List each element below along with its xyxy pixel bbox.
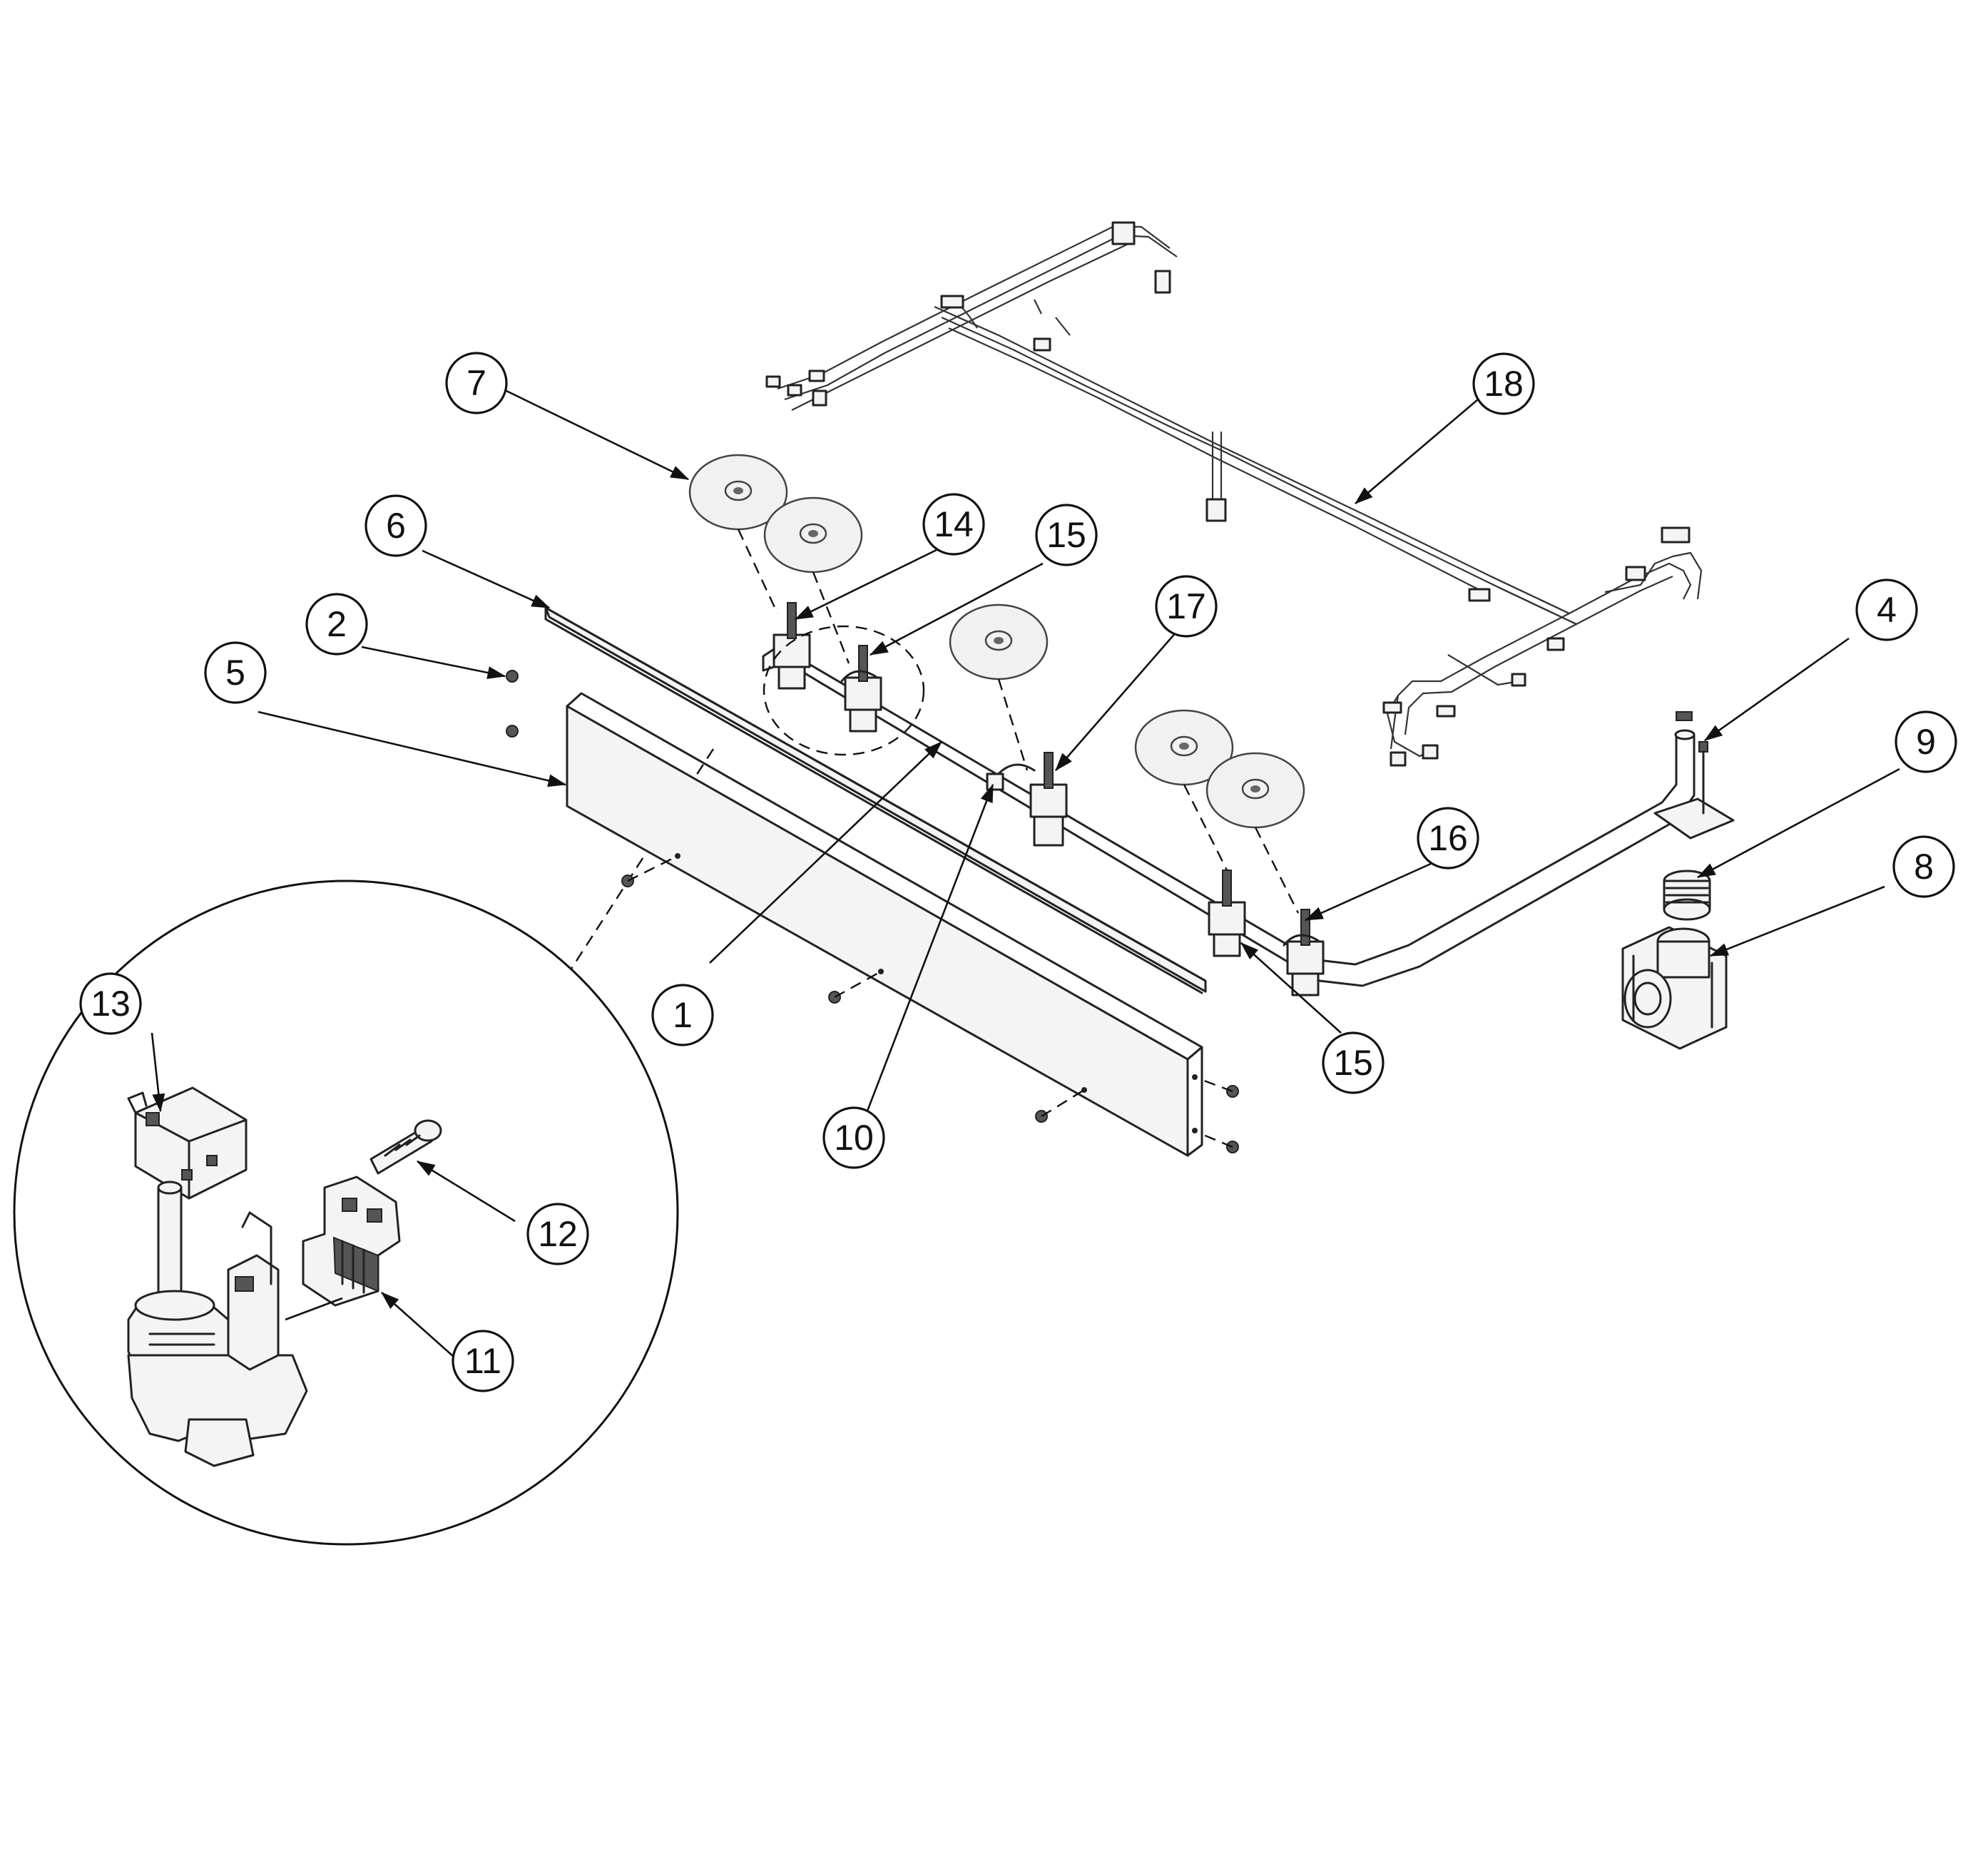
callout-15-bottom: 15 <box>1322 1031 1385 1094</box>
callout-6: 6 <box>364 494 427 557</box>
callout-label: 17 <box>1166 586 1206 626</box>
detail-marker-circle <box>763 625 925 756</box>
burner-disc <box>1205 752 1305 829</box>
burner-disc <box>688 454 788 531</box>
valve <box>1208 870 1246 957</box>
callout-label: 11 <box>464 1341 501 1381</box>
detail-view <box>13 880 679 1546</box>
valve <box>994 752 1068 847</box>
callout-5: 5 <box>204 641 267 704</box>
callout-17: 17 <box>1155 575 1218 638</box>
burner-disc <box>1134 709 1234 786</box>
callout-8: 8 <box>1892 835 1955 898</box>
callout-9: 9 <box>1895 710 1957 773</box>
trim-strip <box>544 606 1207 994</box>
valve-stem-assembly <box>127 1181 308 1467</box>
callout-label: 4 <box>1877 590 1897 630</box>
callout-label: 2 <box>327 604 347 644</box>
burner-disc <box>949 603 1049 680</box>
callout-16: 16 <box>1417 807 1479 870</box>
callout-label: 18 <box>1484 364 1524 404</box>
callout-label: 12 <box>538 1214 578 1254</box>
callout-label: 8 <box>1914 847 1934 887</box>
screw <box>506 670 519 683</box>
callout-10: 10 <box>822 1106 885 1169</box>
callout-12: 12 <box>526 1203 589 1265</box>
callout-18: 18 <box>1472 352 1535 415</box>
callout-label: 1 <box>673 995 693 1035</box>
burner-valves <box>762 602 1325 996</box>
callout-label: 5 <box>225 653 245 693</box>
pressure-regulator-assembly <box>1621 711 1735 1050</box>
callout-label: 15 <box>1046 515 1086 555</box>
callout-15-top: 15 <box>1035 504 1098 566</box>
valve <box>840 645 882 733</box>
callout-label: 13 <box>91 984 131 1024</box>
callout-label: 9 <box>1916 722 1936 762</box>
burner-discs <box>688 454 1305 829</box>
regulator <box>1621 926 1728 1050</box>
alignment-lines <box>562 529 1300 982</box>
leader-lines <box>151 389 1900 1357</box>
front-panel <box>566 692 1203 1157</box>
callout-label: 16 <box>1428 818 1468 858</box>
callout-13: 13 <box>79 972 142 1035</box>
callout-11: 11 <box>452 1330 514 1392</box>
burner-disc <box>763 496 863 573</box>
callout-7: 7 <box>445 352 508 414</box>
callout-label: 15 <box>1333 1043 1373 1083</box>
callout-4: 4 <box>1855 578 1918 641</box>
callout-1: 1 <box>651 984 714 1046</box>
valve <box>1283 909 1325 996</box>
callout-14: 14 <box>922 493 985 556</box>
screw <box>506 725 519 738</box>
callout-label: 10 <box>834 1118 874 1158</box>
callout-2: 2 <box>305 593 368 656</box>
fitting <box>1663 870 1711 921</box>
callout-label: 14 <box>934 504 974 544</box>
wire-harness <box>765 221 1703 767</box>
callout-label: 6 <box>386 506 406 546</box>
spring-pin <box>369 1119 442 1175</box>
bracket <box>302 1176 401 1307</box>
callout-label: 7 <box>466 363 486 403</box>
micro-switch <box>127 1086 248 1200</box>
